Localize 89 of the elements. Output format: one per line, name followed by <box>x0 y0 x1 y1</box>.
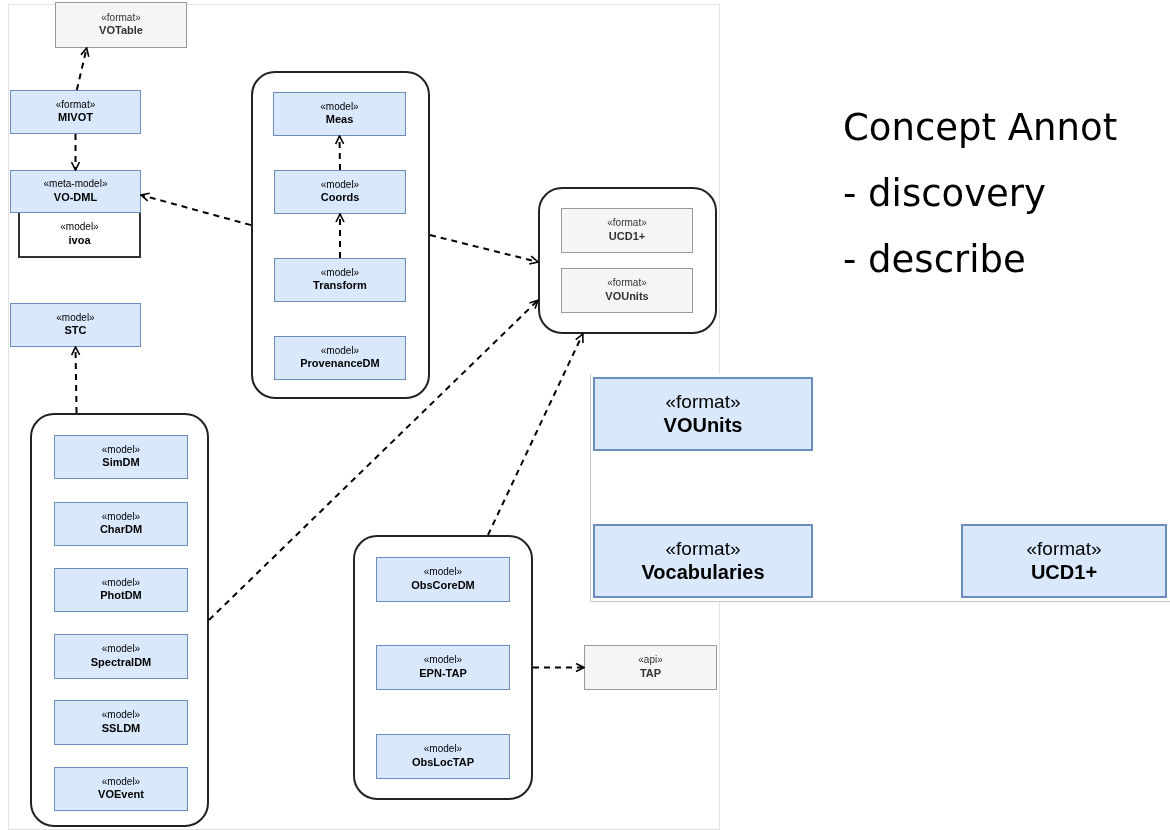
package-box <box>30 413 209 827</box>
class-box <box>54 767 188 811</box>
class-box <box>274 258 406 302</box>
class-box <box>274 170 406 214</box>
class-box <box>376 557 510 602</box>
class-name: TAP <box>639 666 662 681</box>
class-box <box>54 700 188 745</box>
dependency-arrow <box>70 133 81 171</box>
stereotype-label: «model» <box>320 344 360 358</box>
stereotype-label: «format» <box>101 11 141 25</box>
stereotype-label: «model» <box>101 775 141 789</box>
stereotype-label: «meta-model» <box>43 178 108 191</box>
bullet-text: - describe <box>843 237 1026 283</box>
class-name: UCD1+ <box>608 229 646 244</box>
dependency-arrow <box>208 299 539 621</box>
package-box <box>353 535 533 800</box>
stereotype-label: «model» <box>423 743 463 756</box>
class-name: Vocabularies <box>641 560 765 586</box>
dependency-arrow <box>334 135 345 171</box>
class-name: SimDM <box>102 456 140 471</box>
stereotype-label: «format» <box>607 217 647 230</box>
class-box <box>593 524 813 598</box>
class-name: PhotDM <box>100 589 142 604</box>
class-box <box>10 303 141 347</box>
stereotype-label: «model» <box>101 443 141 457</box>
class-name: ObsCoreDM <box>411 578 475 593</box>
stereotype-label: «format» <box>665 536 741 561</box>
stereotype-label: «api» <box>638 654 663 667</box>
heading-text: Concept Annot <box>843 105 1118 151</box>
class-box <box>54 435 188 479</box>
bullet-text: - discovery <box>843 171 1046 217</box>
stereotype-label: «model» <box>320 100 359 114</box>
class-name: SSLDM <box>101 721 141 736</box>
class-box <box>593 377 813 451</box>
stereotype-label: «model» <box>60 221 99 234</box>
class-name: STC <box>64 324 87 339</box>
dependency-arrow <box>70 346 81 414</box>
class-box <box>584 645 717 690</box>
class-box <box>376 734 510 779</box>
class-box <box>561 268 693 313</box>
stereotype-label: «format» <box>55 98 96 112</box>
stereotype-label: «format» <box>665 389 741 414</box>
class-box <box>54 568 188 612</box>
dependency-arrow <box>75 47 90 91</box>
class-name: VOTable <box>99 24 143 39</box>
stereotype-label: «model» <box>320 178 360 192</box>
class-box <box>961 524 1167 598</box>
class-box <box>18 213 141 258</box>
stereotype-label: «model» <box>101 709 141 722</box>
class-name: ProvenanceDM <box>300 357 380 372</box>
class-name: Coords <box>320 191 360 206</box>
class-name: ivoa <box>68 233 91 248</box>
class-name: CharDM <box>99 523 143 538</box>
stereotype-label: «model» <box>101 510 141 524</box>
class-box <box>561 208 693 253</box>
stereotype-label: «format» <box>607 277 647 290</box>
stereotype-label: «model» <box>423 566 463 579</box>
dependency-arrow <box>487 333 584 536</box>
dependency-arrow <box>429 234 539 265</box>
package-box <box>251 71 430 399</box>
stereotype-label: «format» <box>1026 536 1102 561</box>
package-box <box>538 187 717 334</box>
class-box <box>55 2 187 48</box>
class-box <box>273 92 406 136</box>
class-name: Transform <box>313 279 367 294</box>
class-box <box>10 170 141 213</box>
stereotype-label: «model» <box>320 266 360 280</box>
stereotype-label: «model» <box>101 643 141 656</box>
class-name: MIVOT <box>58 111 93 126</box>
class-name: SpectralDM <box>90 655 152 670</box>
class-box <box>274 336 406 380</box>
class-name: VO-DML <box>53 190 98 205</box>
class-name: ObsLocTAP <box>411 755 475 770</box>
class-box <box>10 90 141 134</box>
stereotype-label: «model» <box>56 311 95 325</box>
class-name: EPN-TAP <box>419 666 467 681</box>
class-box <box>54 634 188 679</box>
class-name: Meas <box>325 113 354 128</box>
stereotype-label: «model» <box>423 654 463 667</box>
class-box <box>376 645 510 690</box>
class-name: UCD1+ <box>1030 560 1098 586</box>
class-box <box>54 502 188 546</box>
stereotype-label: «model» <box>101 576 141 590</box>
dependency-arrow <box>140 192 252 227</box>
class-name: VOUnits <box>663 413 743 439</box>
dependency-arrow <box>335 213 345 259</box>
class-name: VOUnits <box>605 289 649 304</box>
dependency-arrow <box>532 662 585 673</box>
class-name: VOEvent <box>98 788 144 803</box>
